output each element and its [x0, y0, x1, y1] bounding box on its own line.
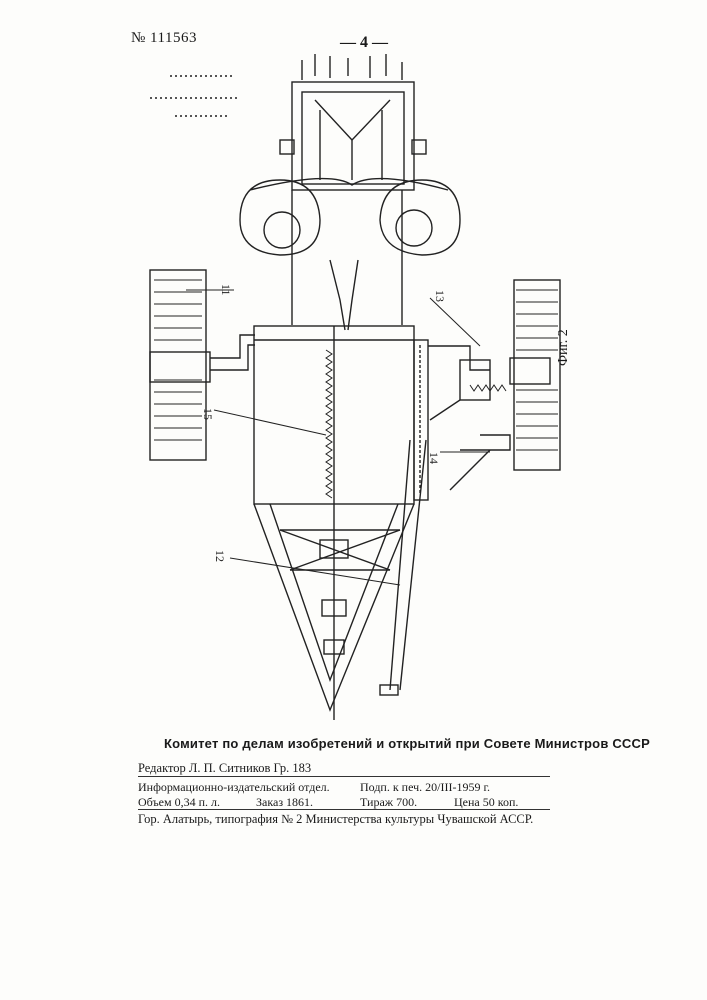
print-run: Тираж 700. [360, 795, 417, 810]
stamp-marks [150, 76, 240, 116]
callout-14: 14 [427, 452, 441, 464]
volume: Объем 0,34 п. л. [138, 795, 220, 810]
tines [302, 54, 402, 80]
editor-line: Редактор Л. П. Ситников Гр. 183 [138, 761, 311, 776]
divider-top [138, 776, 550, 777]
order-number: Заказ 1861. [256, 795, 313, 810]
right-front-wheel [380, 180, 460, 255]
printing-house: Гор. Алатырь, типография № 2 Министерств… [138, 812, 533, 827]
left-track-wheel [150, 270, 255, 460]
callout-11: 11 [219, 284, 233, 296]
price: Цена 50 коп. [454, 795, 518, 810]
signed-date: Подп. к печ. 20/III-1959 г. [360, 780, 490, 795]
figure-caption: Фиг. 2 [556, 329, 572, 366]
left-front-wheel [240, 180, 320, 255]
info-dept: Информационно-издательский отдел. [138, 780, 330, 795]
divider-bottom [138, 809, 550, 810]
technical-drawing: 11 15 12 13 14 [130, 40, 610, 730]
spring-15 [326, 350, 332, 498]
top-frame [292, 82, 414, 190]
callout-15: 15 [201, 408, 215, 420]
right-track-wheel [510, 280, 560, 470]
callout-12: 12 [213, 550, 227, 562]
callout-13: 13 [433, 290, 447, 302]
committee-line: Комитет по делам изобретений и открытий … [164, 736, 650, 751]
